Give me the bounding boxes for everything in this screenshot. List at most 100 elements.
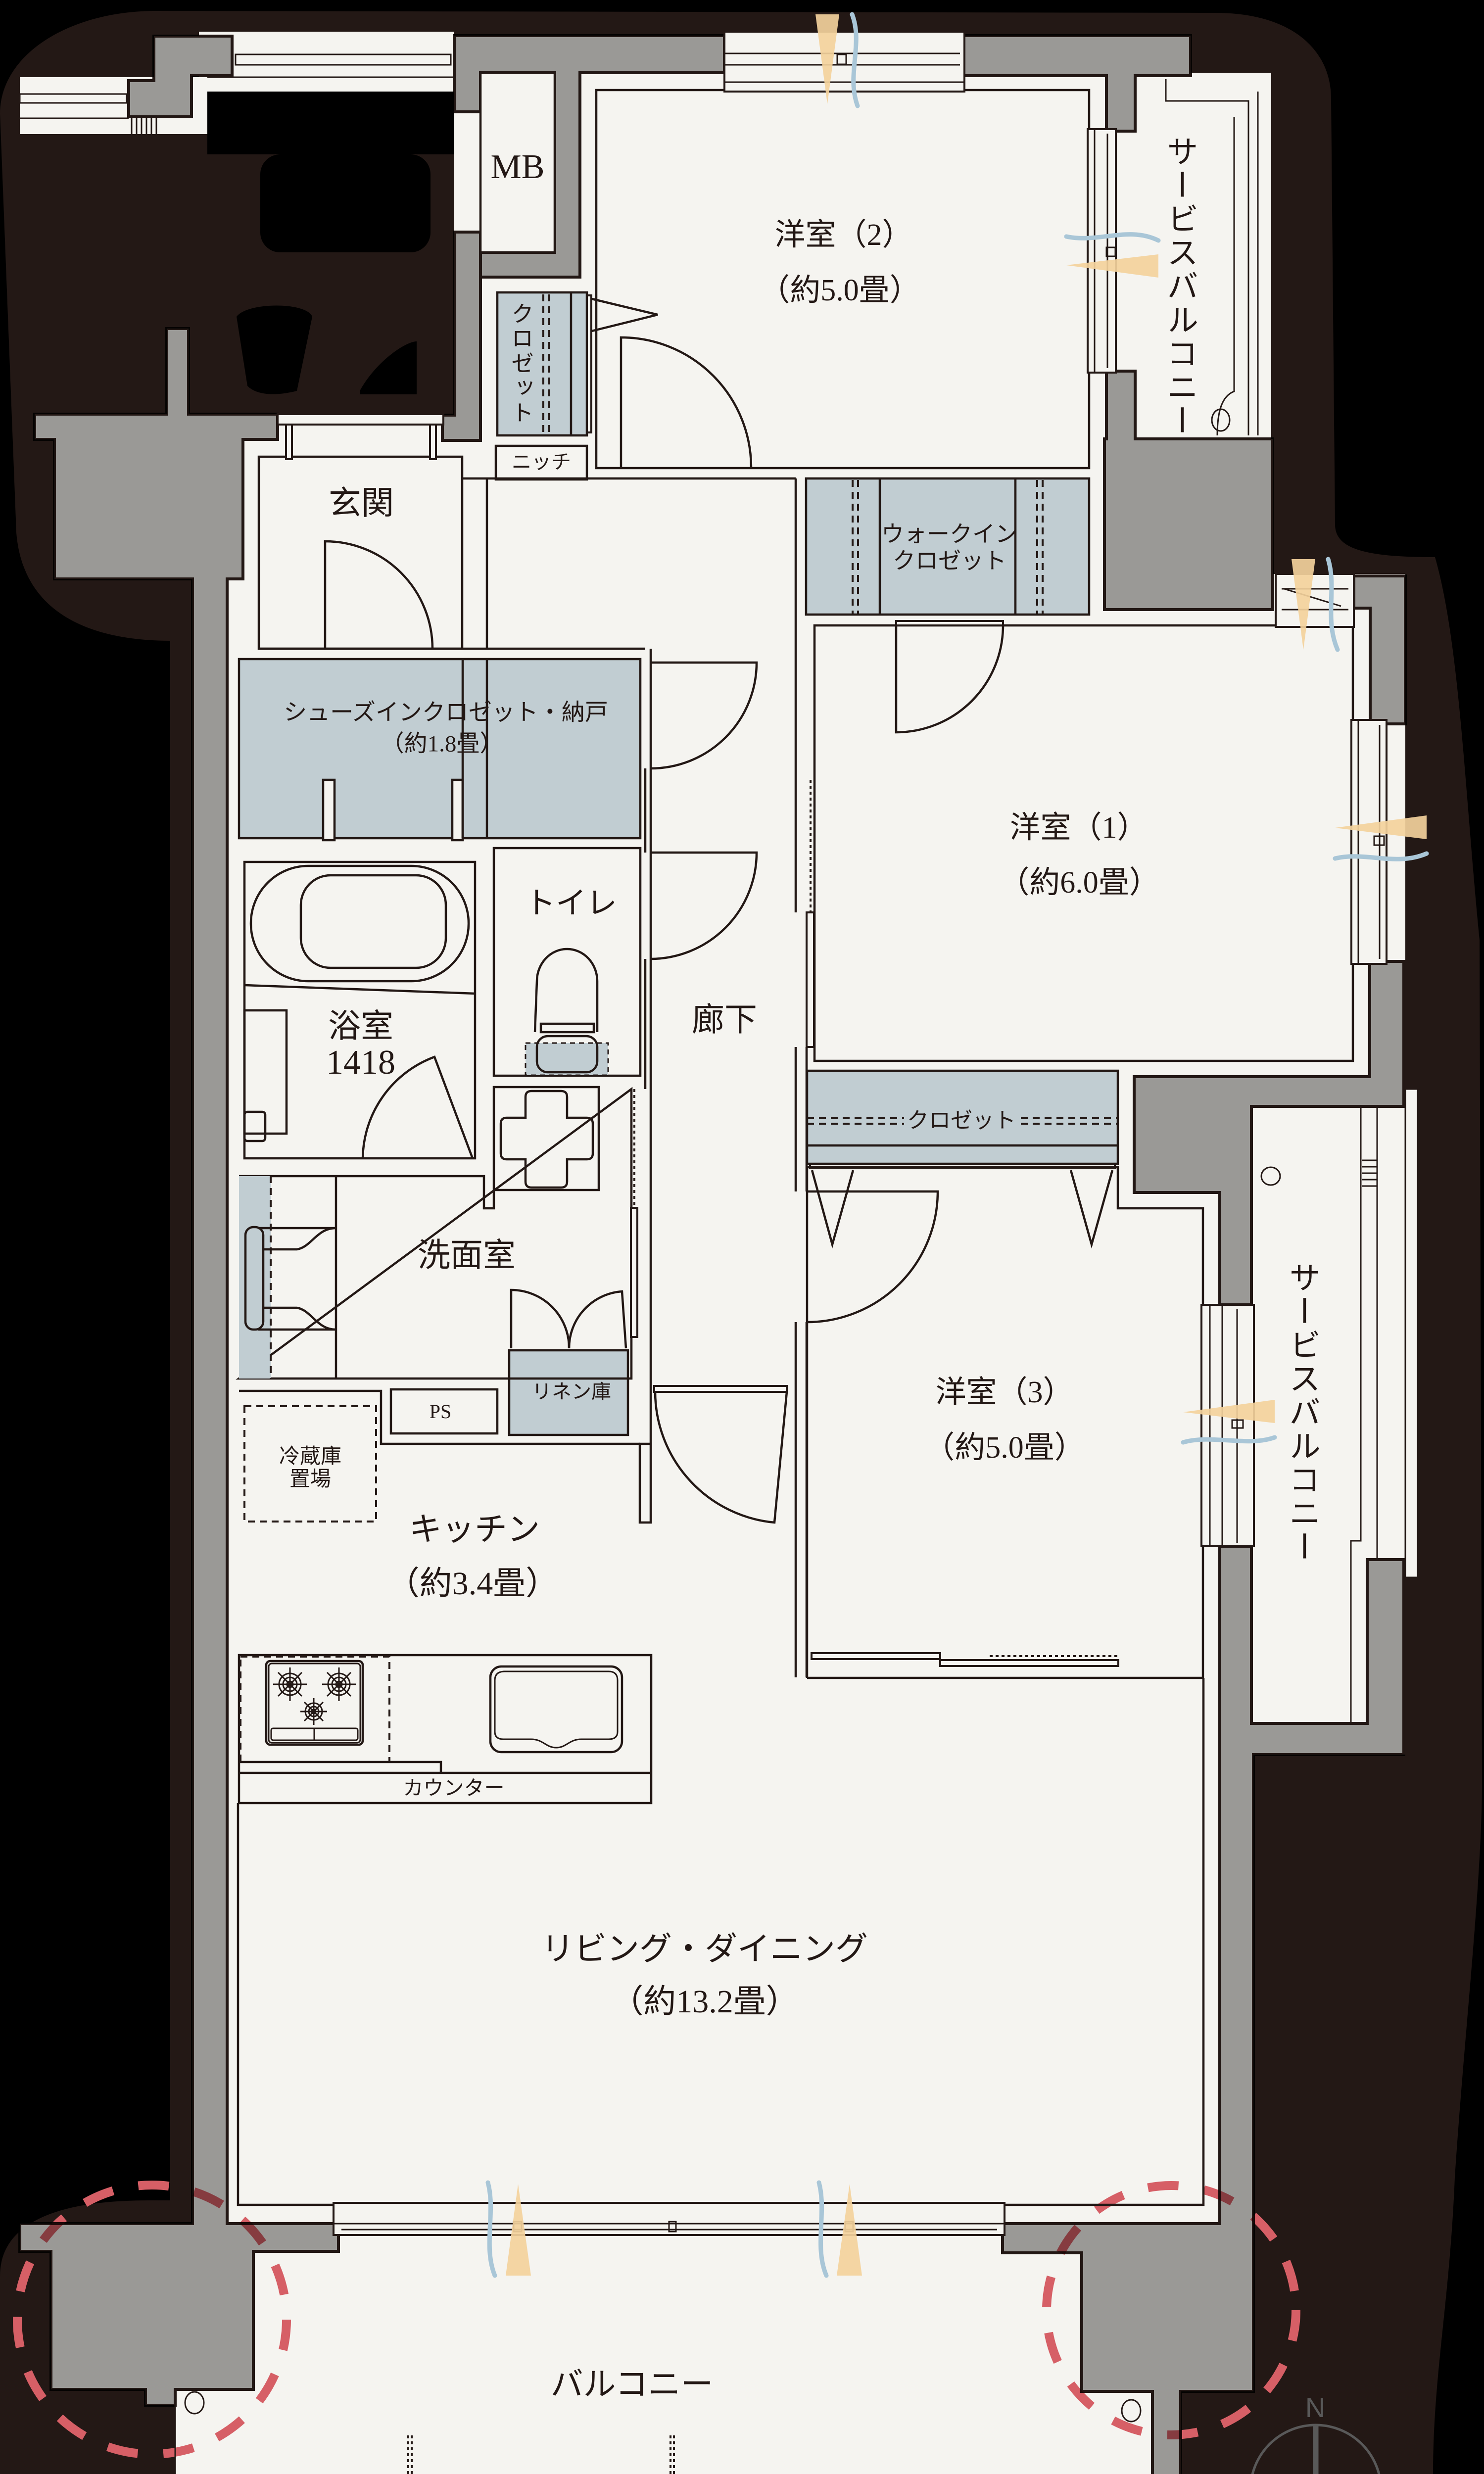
label-meter-box: MB: [490, 148, 545, 186]
meter-box: [479, 71, 556, 254]
compass-icon: [1251, 2424, 1381, 2474]
balcony-details: [174, 2391, 1142, 2474]
sunlight-icon: [1066, 254, 1158, 278]
gas-stove: [265, 1660, 364, 1746]
room-size-western-3: （約5.0畳）: [924, 1431, 1085, 1465]
sunlight-icon: [506, 2184, 531, 2276]
room-name-living-dining: リビング・ダイニング: [541, 1931, 868, 1967]
window-living-balcony: [333, 2202, 1005, 2236]
highlight-circle-left: [13, 2181, 291, 2459]
room-name-washroom: 洗面室: [418, 1237, 516, 1274]
washing-machine-pan: [499, 1090, 594, 1189]
label-closet-room-2: クロゼット: [508, 302, 533, 426]
entrance-door-frame: [277, 413, 444, 460]
room-name-toilet: トイレ: [525, 887, 618, 920]
drain-icon: [1211, 408, 1231, 432]
service-balcony-details: [1165, 79, 1419, 1723]
window-room-1-side: [1350, 719, 1388, 965]
fridge-space: [243, 1405, 377, 1522]
door-linen-left: [510, 1288, 571, 1349]
room-name-kitchen: キッチン: [409, 1512, 540, 1548]
drain-icon: [184, 2391, 205, 2415]
linen-storage: [508, 1349, 629, 1436]
label-linen: リネン庫: [532, 1380, 611, 1403]
fixtures: [238, 864, 653, 1805]
door-room-3: [807, 1190, 939, 1324]
room-name-service-balcony-top: サービスバルコニー: [1162, 135, 1197, 438]
label-fridge-space-line1: 冷蔵庫: [279, 1445, 342, 1468]
light-ventilation-icons: [485, 12, 1429, 2278]
storage-areas: [238, 71, 1119, 1522]
kitchen-wall: [239, 1389, 640, 1445]
breeze-icon: [850, 12, 860, 108]
window-room-2-top: [723, 31, 965, 93]
drain-icon: [1121, 2399, 1142, 2423]
breeze-icon: [485, 2180, 497, 2278]
burner-icon: [300, 1698, 327, 1725]
room-size-shoes-closet: （約1.8畳）: [381, 731, 503, 757]
door-toilet: [650, 851, 758, 960]
burner-icon: [322, 1667, 356, 1701]
breeze-icon: [1181, 1435, 1277, 1445]
windows: [277, 31, 1388, 2236]
door-room-1: [895, 625, 1005, 734]
bathroom-unit-size: 1418: [326, 1044, 395, 1082]
laundry-area: [492, 1086, 600, 1191]
pipe-space: [389, 1388, 499, 1435]
kitchen-counter: [238, 1654, 653, 1805]
window-room-2-side: [1087, 128, 1117, 374]
room-name-shoes-closet: シューズインクロゼット・納戸: [284, 700, 608, 726]
sunlight-icon: [837, 2184, 862, 2276]
room-size-western-1: （約6.0畳）: [999, 866, 1160, 900]
room-size-kitchen: （約3.4畳）: [386, 1566, 559, 1602]
room-name-hallway: 廊下: [692, 1002, 757, 1038]
closet-door-room-3-left: [811, 1170, 855, 1249]
breeze-icon: [1333, 851, 1429, 861]
exterior-corridor: [19, 53, 454, 134]
label-closet-room-3: クロゼット: [904, 1110, 1019, 1132]
label-counter: カウンター: [403, 1776, 505, 1800]
shoes-in-closet: [238, 658, 642, 840]
window-room-1-top: [1275, 573, 1355, 628]
door-entrance: [324, 540, 434, 649]
label-pipe-space: PS: [429, 1400, 452, 1423]
door-room-2: [620, 336, 753, 468]
door-shoes-closet: [650, 661, 758, 770]
burner-icon: [273, 1667, 307, 1701]
room-name-entrance: 玄関: [329, 485, 394, 522]
breeze-icon: [1064, 232, 1161, 243]
niche: [494, 444, 588, 481]
sunlight-icon: [1183, 1400, 1275, 1423]
door-bathroom: [361, 1055, 474, 1159]
compass-north-label: N: [1305, 2392, 1326, 2423]
window-room-3-side: [1200, 1304, 1255, 1547]
drain-icon: [1260, 1166, 1281, 1186]
label-walk-in-closet-line2: クロゼット: [893, 548, 1006, 573]
breeze-icon: [1326, 557, 1340, 652]
sunlight-icon: [815, 14, 839, 104]
doors: [324, 297, 1119, 1667]
room-name-western-3: 洋室（3）: [935, 1376, 1074, 1409]
room-name-balcony: バルコニー: [550, 2367, 714, 2403]
kitchen-sink: [489, 1665, 623, 1754]
room-name-western-2: 洋室（2）: [774, 218, 913, 252]
vanity: [239, 1176, 336, 1379]
door-linen-right: [568, 1290, 627, 1349]
bathtub: [249, 864, 470, 983]
room-size-living-dining: （約13.2畳）: [611, 1984, 799, 2020]
closet-door-room-2: [591, 297, 658, 333]
toilet: [525, 948, 609, 1076]
room-size-western-2: （約5.0畳）: [759, 274, 920, 307]
breeze-icon: [816, 2180, 829, 2278]
label-fridge-space-line2: 置場: [289, 1468, 332, 1491]
door-living: [654, 1391, 788, 1524]
room-name-western-1: 洋室（1）: [1009, 811, 1148, 845]
sunlight-icon: [1335, 815, 1427, 839]
room-name-bathroom: 浴室: [328, 1008, 393, 1045]
label-walk-in-closet-line1: ウォークイン: [881, 522, 1018, 547]
sunlight-icon: [1292, 559, 1315, 650]
label-niche: ニッチ: [512, 451, 571, 473]
room-name-service-balcony-right: サービスバルコニー: [1285, 1261, 1320, 1564]
closet-door-room-3-right: [1069, 1170, 1114, 1249]
